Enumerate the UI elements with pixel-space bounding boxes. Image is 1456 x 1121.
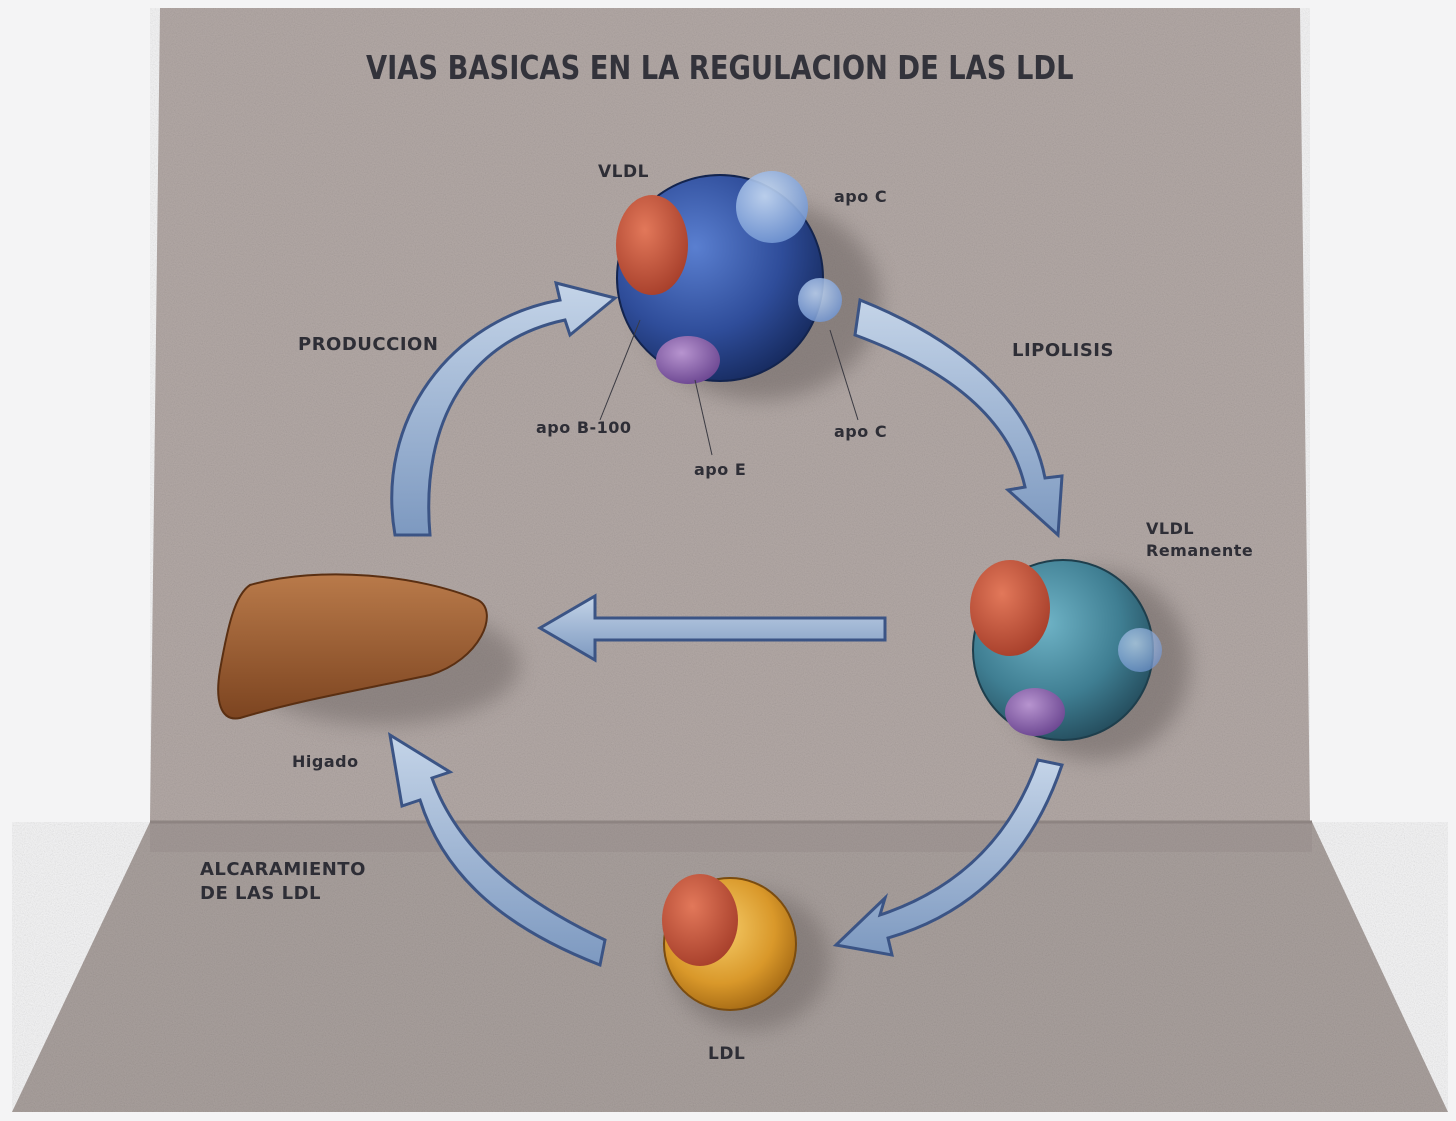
label-ldl: LDL — [708, 1044, 745, 1064]
label-apo-e: apo E — [694, 460, 746, 479]
label-apo-c-top: apo C — [834, 187, 887, 206]
apo-c-cap-right — [798, 278, 842, 322]
label-apo-c-bottom: apo C — [834, 422, 887, 441]
label-aclaramiento: ALCARAMIENTO DE LAS LDL — [200, 858, 366, 907]
label-apo-b100: apo B-100 — [536, 418, 632, 437]
label-lipolisis: LIPOLISIS — [1012, 340, 1114, 361]
label-higado: Higado — [292, 752, 359, 771]
diagram-title: VIAS BASICAS EN LA REGULACION DE LAS LDL — [366, 48, 1073, 87]
apo-b100-cap — [616, 195, 688, 295]
apo-c-cap-top — [736, 171, 808, 243]
apo-e-cap — [656, 336, 720, 384]
label-produccion: PRODUCCION — [298, 334, 438, 355]
label-vldl: VLDL — [598, 162, 649, 182]
label-vldl-remanente: VLDL Remanente — [1146, 518, 1253, 561]
